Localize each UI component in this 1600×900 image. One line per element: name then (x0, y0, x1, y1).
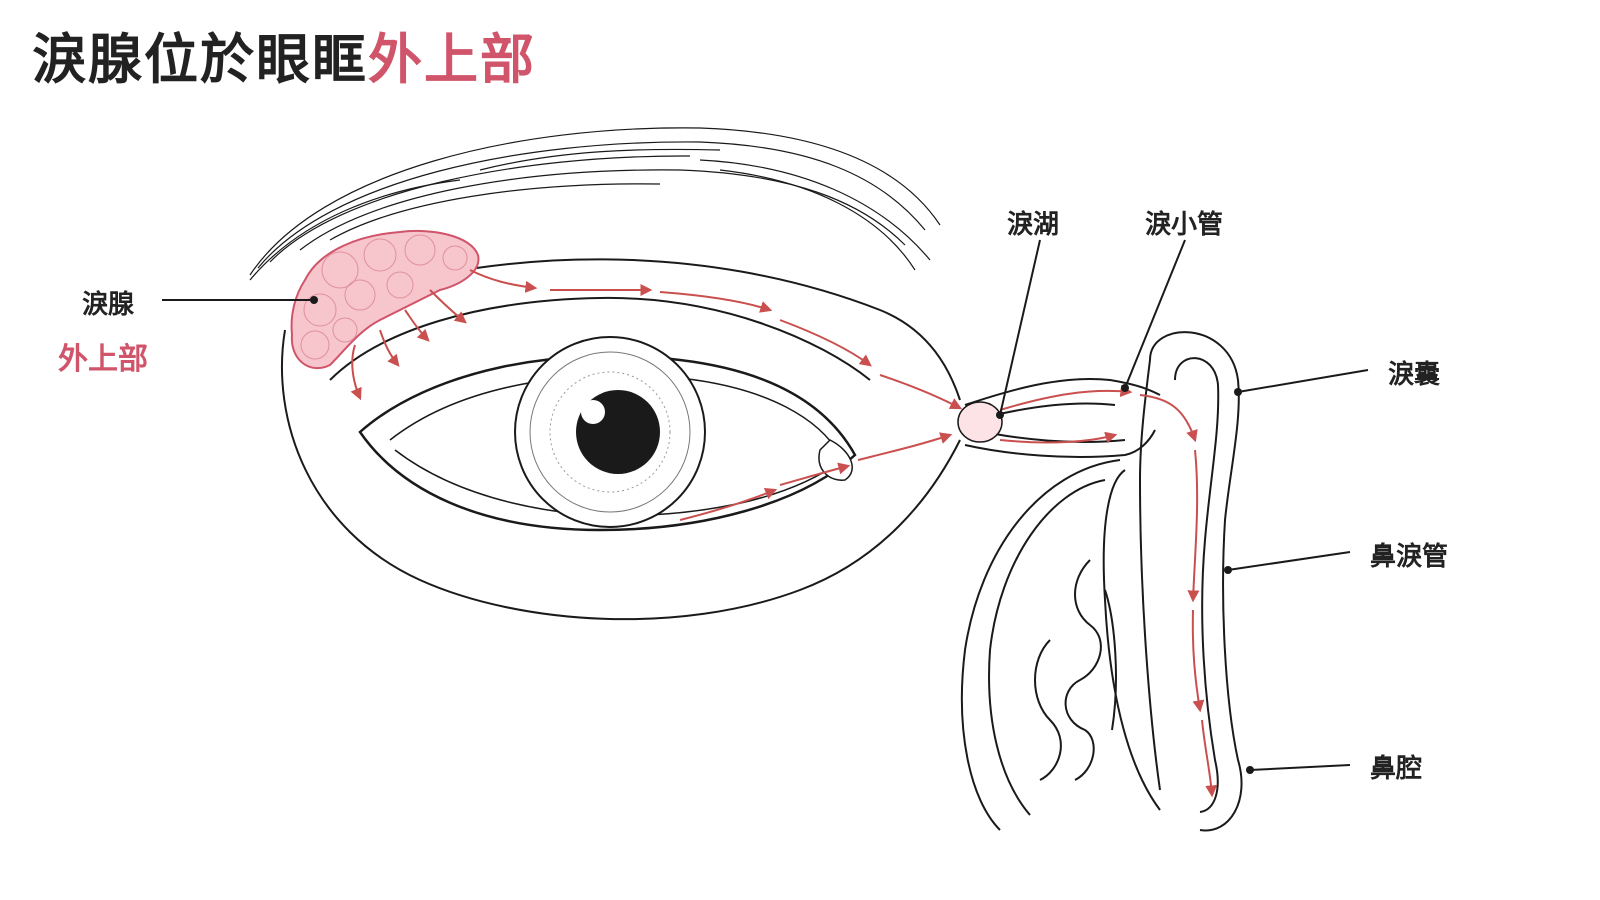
diagram-title: 淚腺位於眼眶外上部 (32, 28, 536, 93)
label-location: 外上部 (58, 342, 148, 377)
label-lacrimal-gland: 淚腺 (82, 290, 135, 320)
leader-dots (310, 296, 1254, 774)
eye (358, 336, 857, 532)
lacrimal-canaliculi (957, 378, 1161, 458)
pupil-highlight (581, 400, 605, 424)
lacrimal-gland (290, 229, 480, 370)
tear-flow-arrows (350, 269, 1218, 798)
leader-lines (162, 239, 1369, 771)
label-lacrimal-lake: 淚湖 (1007, 210, 1060, 240)
label-nasal-cavity: 鼻腔 (1370, 754, 1423, 784)
title-highlight: 外上部 (368, 28, 536, 91)
nasal-section (960, 331, 1243, 832)
label-nasolacrimal-duct: 鼻淚管 (1370, 542, 1449, 572)
title-main: 淚腺位於眼眶 (32, 28, 368, 91)
label-lacrimal-sac: 淚囊 (1388, 360, 1441, 390)
eyebrow (249, 127, 941, 281)
label-canaliculus: 淚小管 (1145, 210, 1224, 240)
